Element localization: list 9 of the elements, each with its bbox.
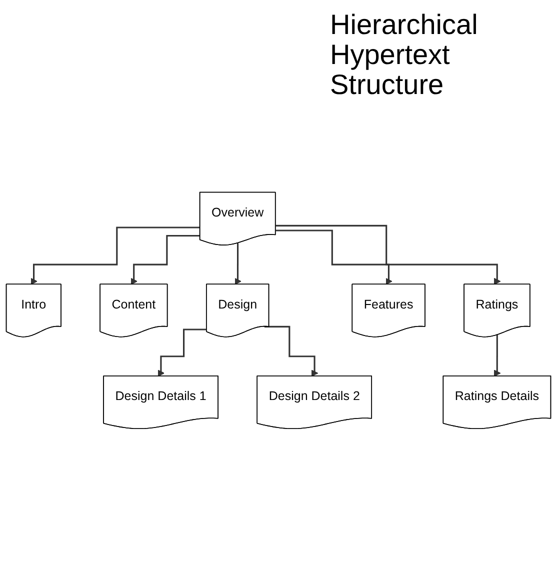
arrow (494, 334, 501, 376)
arrow (264, 325, 318, 376)
arrow (30, 226, 200, 284)
diagram-title: Hierarchical Hypertext Structure (330, 10, 479, 100)
arrow (130, 234, 200, 284)
arrow (158, 328, 207, 376)
arrow (276, 224, 501, 284)
arrow (234, 242, 242, 284)
arrow (276, 229, 392, 284)
